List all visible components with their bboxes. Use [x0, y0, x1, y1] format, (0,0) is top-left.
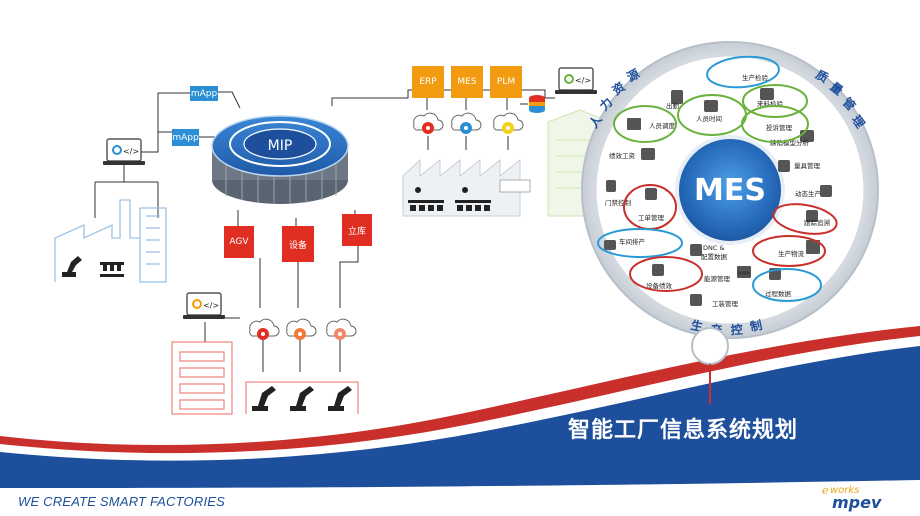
- code-glyph: </>: [123, 147, 139, 156]
- cloud-node-icon: [326, 318, 357, 340]
- module-logistics: 生产物流: [778, 249, 805, 258]
- cloud-node-icon: [413, 112, 444, 134]
- cloud-node-icon: [286, 318, 317, 340]
- agv-tag: AGV: [224, 226, 254, 258]
- module-workshop-scheduling: 车间排产: [619, 237, 646, 246]
- laptop-icon: </>: [103, 138, 145, 165]
- module-personnel-dispatch: 人员调度: [649, 121, 676, 130]
- banner-title: 智能工厂信息系统规划: [568, 418, 799, 443]
- module-energy: 能源管理: [704, 274, 731, 283]
- module-production-inspection: 生产检验: [742, 73, 769, 82]
- mapp-tag-top: mApp: [190, 86, 218, 101]
- wheel-module-labels: 生产检验 出勤 人员调度 人员时间 来料检验 投诉管理 缺陷模型分析 绩效工资 …: [605, 73, 830, 308]
- svg-text:制: 制: [749, 317, 764, 334]
- plant-structure-outline: [171, 341, 359, 415]
- left-factory-outline: [54, 199, 167, 283]
- module-incoming-inspection: 来料检验: [757, 99, 784, 108]
- module-defect-analysis: 缺陷模型分析: [770, 138, 810, 147]
- database-icon: [529, 95, 545, 113]
- cloud-node-icon: [249, 318, 280, 340]
- left-robot-icons: [62, 256, 124, 277]
- highlight-ovals: [597, 55, 838, 302]
- module-dynamic-production: 动态生产: [795, 189, 822, 198]
- mapp-tag-bottom: mApp: [172, 129, 199, 146]
- module-access-control: 门禁控制: [605, 198, 632, 207]
- module-complaint: 投诉管理: [766, 123, 793, 132]
- robot-arm-icons: [252, 386, 352, 411]
- warehouse-tag: 立库: [342, 214, 372, 246]
- module-energy-unit: kWh: [738, 271, 751, 277]
- module-personnel-time: 人员时间: [696, 114, 722, 123]
- module-gauge: 量具管理: [794, 161, 821, 170]
- code-glyph: </>: [575, 76, 591, 85]
- module-dnc: DNC &: [703, 244, 725, 252]
- code-glyph: </>: [203, 301, 219, 310]
- cloud-node-icon: [451, 112, 482, 134]
- module-tooling: 工装管理: [712, 299, 739, 308]
- module-equipment-performance: 设备绩效: [646, 281, 673, 290]
- module-process-data: 过程数据: [765, 289, 792, 298]
- conveyor-icons: [408, 187, 491, 211]
- bottom-banner: [0, 326, 920, 516]
- wheel-pin: [691, 327, 729, 404]
- laptop-icon: </>: [555, 67, 597, 94]
- svg-text:控: 控: [730, 322, 743, 338]
- plm-tag: PLM: [490, 66, 522, 98]
- left-connectors: [94, 89, 555, 372]
- mip-label: MIP: [268, 138, 293, 154]
- cloud-node-icon: [493, 112, 524, 134]
- footer-slogan: WE CREATE SMART FACTORIES: [18, 494, 226, 509]
- module-traceability: 跟踪追溯: [804, 218, 830, 227]
- equipment-tag: 设备: [282, 226, 314, 262]
- module-icons: [604, 88, 832, 306]
- mes-center-label: MES: [694, 173, 766, 208]
- module-dnc-config: 配置数据: [701, 252, 728, 261]
- mip-platform: MIP: [211, 115, 349, 204]
- module-work-order: 工单管理: [638, 213, 665, 222]
- module-performance-wage: 绩效工资: [609, 151, 636, 160]
- e-works-logo: e works mpev: [822, 484, 882, 512]
- laptop-icon: </>: [183, 292, 225, 319]
- mes-tag: MES: [451, 66, 483, 98]
- erp-tag: ERP: [412, 66, 444, 98]
- module-attendance: 出勤: [666, 101, 680, 110]
